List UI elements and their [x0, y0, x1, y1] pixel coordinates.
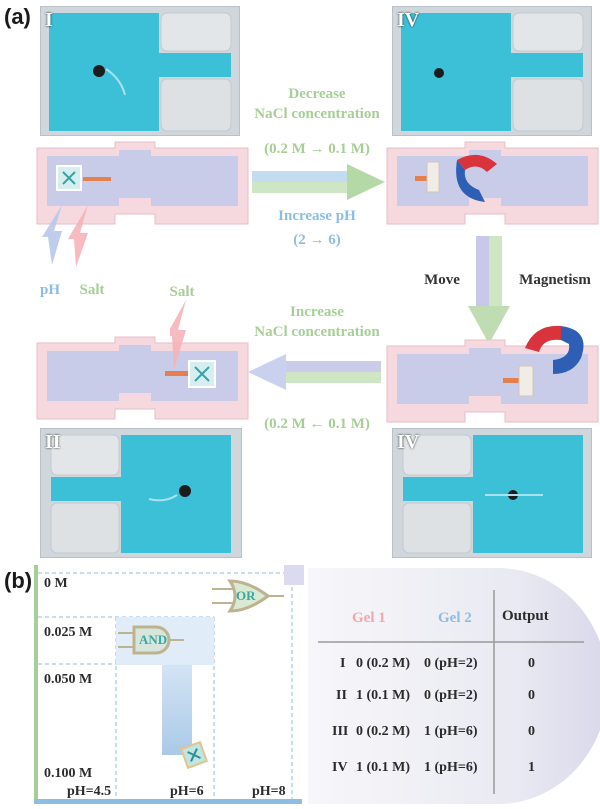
photo-state-iv-top: IV — [392, 6, 592, 136]
stimulus-salt-label: Salt — [79, 282, 105, 298]
top-arrow-line2: NaCl concentration — [254, 106, 380, 122]
pool-schematic-top-left — [36, 141, 249, 225]
conc-label-2: 0.050 M — [44, 672, 93, 687]
bottom-transition-arrow — [248, 354, 381, 390]
top-arrow-line1: Decrease — [288, 86, 346, 102]
target-square — [284, 565, 304, 585]
side-arrow-right-label: Magnetism — [519, 272, 591, 288]
photo-iv-bottom-graphic — [393, 429, 591, 557]
stimulus-ph-label: pH — [39, 282, 60, 298]
bottom-arrow-line2: NaCl concentration — [254, 324, 380, 340]
stimulus-salt2-label: Salt — [169, 284, 195, 300]
panel-b-label: (b) — [4, 568, 33, 593]
pool-schematic-top-right — [386, 141, 599, 225]
row-i-gel1: 0 (0.2 M) — [356, 656, 411, 671]
photo-i-label: I — [45, 9, 53, 31]
photo-ii-graphic — [41, 429, 241, 557]
top-arrow-line4: Increase pH — [278, 208, 356, 224]
pool-schematic-bottom-right — [386, 325, 599, 423]
photo-iv-top-label: IV — [397, 9, 420, 31]
truth-table-bg — [308, 568, 600, 804]
photo-ii-label: II — [45, 431, 61, 453]
row-iii-id: III — [332, 724, 349, 739]
row-iii-gel1: 0 (0.2 M) — [356, 724, 411, 739]
y-axis — [34, 565, 38, 803]
bottom-arrow-line3: (0.2 M ← 0.1 M) — [264, 416, 370, 432]
top-arrow-line5: (2 → 6) — [293, 232, 341, 248]
row-i-output: 0 — [528, 656, 535, 671]
logic-gate-chart — [34, 565, 304, 804]
row-ii-gel2: 0 (pH=2) — [424, 688, 478, 703]
row-iii-gel2: 1 (pH=6) — [424, 724, 478, 739]
and-gate-icon — [118, 625, 184, 655]
row-i-gel2: 0 (pH=2) — [424, 656, 478, 671]
stimuli-bolts — [42, 205, 88, 267]
panel-a-label: (a) — [4, 4, 31, 29]
ph-label-0: pH=4.5 — [67, 784, 112, 799]
top-transition-arrow — [252, 164, 385, 200]
row-iv-output: 1 — [528, 760, 535, 775]
table-header-gel2: Gel 2 — [438, 610, 472, 626]
row-iv-gel1: 1 (0.1 M) — [356, 760, 411, 775]
and-gate-label: AND — [139, 632, 168, 647]
row-iv-gel2: 1 (pH=6) — [424, 760, 478, 775]
photo-state-i: I — [40, 6, 240, 136]
and-path — [162, 665, 192, 755]
x-axis — [34, 799, 302, 804]
photo-state-ii: II — [40, 428, 242, 558]
side-arrow-left-label: Move — [424, 272, 460, 288]
conc-label-3: 0.100 M — [44, 766, 93, 781]
ph-label-1: pH=6 — [170, 784, 204, 799]
gel-square — [179, 740, 209, 770]
table-header-output: Output — [502, 608, 549, 624]
row-ii-gel1: 1 (0.1 M) — [356, 688, 411, 703]
photo-i-graphic — [41, 7, 239, 135]
top-arrow-line3: (0.2 M → 0.1 M) — [264, 141, 370, 157]
pool-schematic-bottom-left — [36, 336, 249, 420]
photo-state-iv-bottom: IV — [392, 428, 592, 558]
row-ii-id: II — [336, 688, 347, 703]
side-transition-arrow — [468, 236, 510, 344]
salt-bolt-bottom — [170, 300, 186, 370]
row-i-id: I — [340, 656, 346, 671]
row-iv-id: IV — [332, 760, 348, 775]
bottom-arrow-line1: Increase — [290, 304, 344, 320]
ph-label-2: pH=8 — [252, 784, 286, 799]
or-gate-label: OR — [236, 588, 256, 603]
or-gate-icon — [212, 579, 284, 613]
photo-iv-top-graphic — [393, 7, 591, 135]
row-iii-output: 0 — [528, 724, 535, 739]
conc-label-0: 0 M — [44, 576, 68, 591]
row-ii-output: 0 — [528, 688, 535, 703]
conc-label-1: 0.025 M — [44, 625, 93, 640]
table-header-gel1: Gel 1 — [352, 610, 386, 626]
photo-iv-bottom-label: IV — [397, 431, 420, 453]
